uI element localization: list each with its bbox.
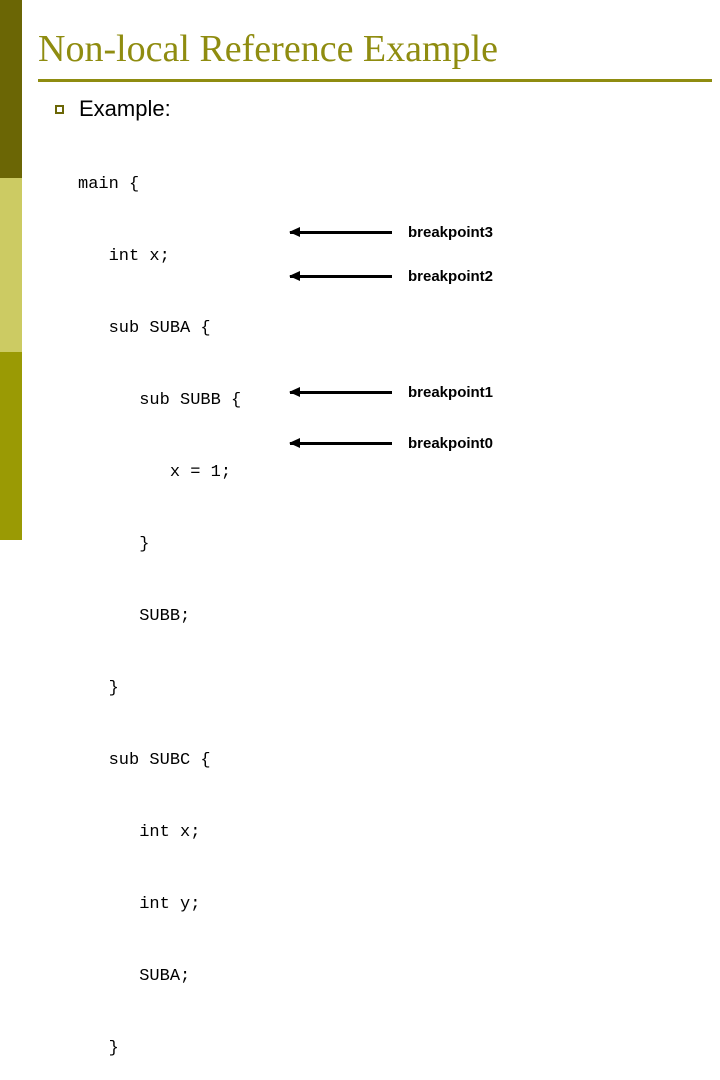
code-line: } <box>78 679 119 698</box>
left-arrow-icon <box>289 271 392 281</box>
code-line: } <box>78 535 150 554</box>
sidebar-accent-bar-bottom <box>0 352 22 540</box>
code-line: sub SUBC { <box>78 751 211 770</box>
left-arrow-icon <box>289 387 392 397</box>
slide-title: Non-local Reference Example <box>38 28 498 70</box>
annotation-label: breakpoint0 <box>408 435 494 452</box>
left-arrow-icon <box>289 227 392 237</box>
bullet-item-label: Example: <box>79 96 171 121</box>
sidebar-accent-bar-middle <box>0 178 22 352</box>
hollow-square-bullet-icon <box>55 105 64 114</box>
annotation-label: breakpoint3 <box>408 224 494 241</box>
code-line: int x; <box>78 247 170 266</box>
slide-canvas: Non-local Reference Example Example: mai… <box>0 0 712 1058</box>
sidebar-accent-bar-top <box>0 0 22 178</box>
code-line: sub SUBA { <box>78 319 211 338</box>
code-line: SUBA; <box>78 967 191 986</box>
code-line: } <box>78 1039 119 1058</box>
annotation-label: breakpoint2 <box>408 268 494 285</box>
code-line: main { <box>78 175 140 194</box>
code-line: SUBB; <box>78 607 191 626</box>
code-line: x = 1; <box>78 463 232 482</box>
code-line: sub SUBB { <box>78 391 242 410</box>
code-block: main { int x; sub SUBA { sub SUBB { x = … <box>78 125 241 1080</box>
code-line: int x; <box>78 823 201 842</box>
left-arrow-icon <box>289 438 392 448</box>
code-line: int y; <box>78 895 201 914</box>
bullet-item-example: Example: <box>55 96 171 122</box>
title-underline-rule <box>38 79 712 82</box>
annotation-label: breakpoint1 <box>408 384 494 401</box>
